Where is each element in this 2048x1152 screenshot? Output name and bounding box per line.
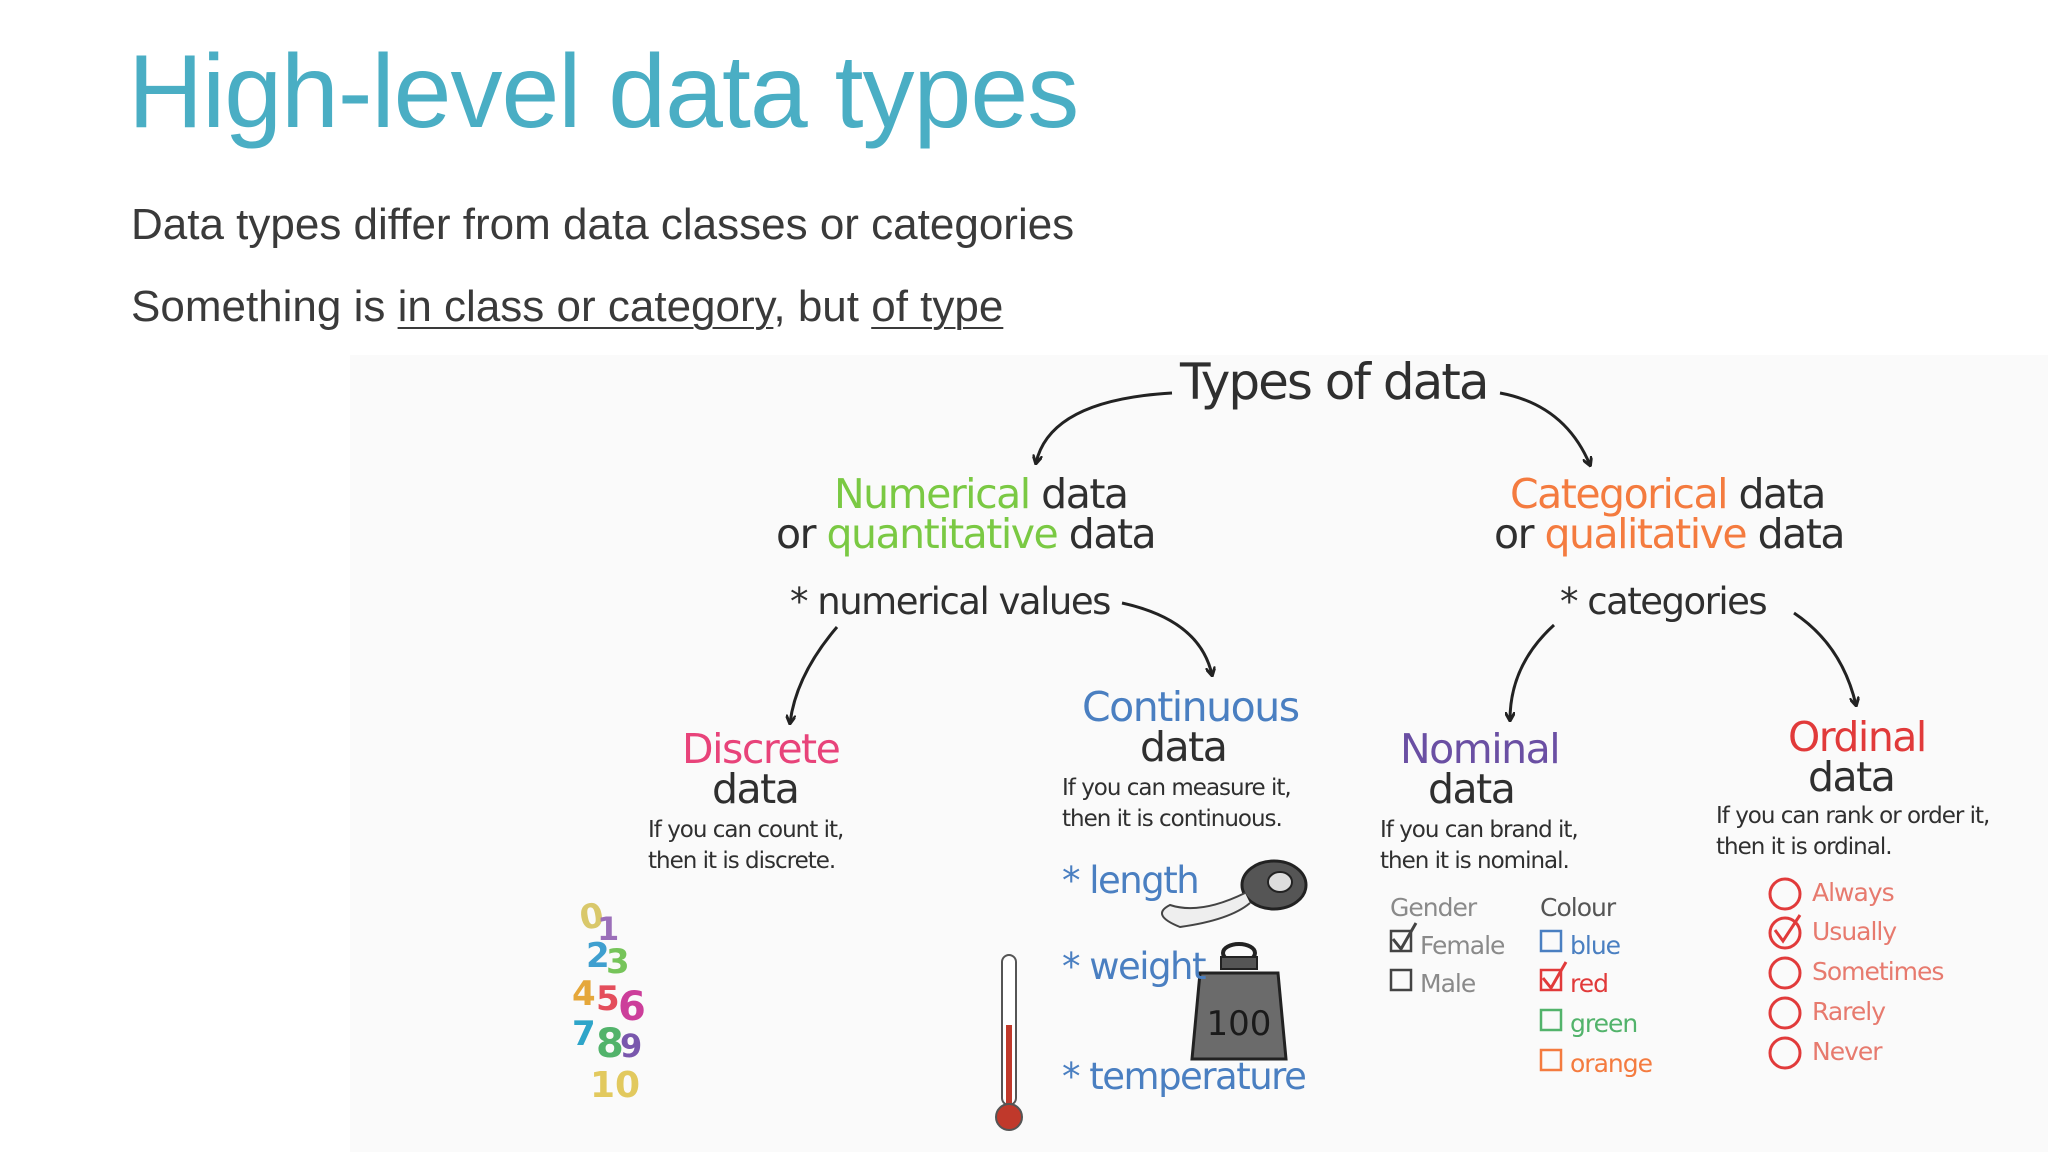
gender-header: Gender — [1390, 893, 1477, 922]
colour-header: Colour — [1540, 893, 1616, 922]
colour-option-orange: orange — [1570, 1049, 1653, 1078]
example-weight: * weight — [1062, 945, 1207, 988]
nominal-description: If you can brand it,then it is nominal. — [1380, 817, 1579, 874]
discrete-description: If you can count it,then it is discrete. — [648, 817, 844, 874]
weight-value: 100 — [1207, 1004, 1272, 1044]
svg-text:4: 4 — [572, 974, 596, 1014]
colour-option-green: green — [1570, 1009, 1638, 1038]
svg-text:7: 7 — [572, 1014, 596, 1054]
slide-title: High-level data types — [128, 34, 1079, 150]
svg-text:9: 9 — [620, 1027, 642, 1065]
gender-option-male: Male — [1420, 969, 1476, 998]
arrow-to-ordinal — [1793, 611, 1856, 705]
ordinal-description: If you can rank or order it,then it is o… — [1716, 803, 1990, 860]
discrete-heading: Discrete — [682, 725, 841, 773]
quantitative-heading: or quantitative data — [776, 510, 1157, 558]
ordinal-option-never: Never — [1812, 1037, 1883, 1066]
svg-text:3: 3 — [606, 942, 630, 982]
svg-text:6: 6 — [618, 984, 646, 1030]
qualitative-heading: or qualitative data — [1494, 510, 1845, 558]
categories-note: * categories — [1560, 580, 1768, 623]
continuous-description: If you can measure it,then it is continu… — [1062, 775, 1292, 832]
svg-text:2: 2 — [586, 936, 610, 976]
colour-checkboxes — [1539, 929, 1568, 1072]
types-of-data-diagram: 100 0 1 2 3 4 5 6 7 8 9 10 — [350, 345, 2048, 1152]
bullet-text: Something is in class or category, but o… — [131, 282, 1003, 332]
tape-measure-icon — [1161, 859, 1308, 929]
ordinal-option-sometimes: Sometimes — [1812, 957, 1944, 986]
bullet-text-part: Something is — [131, 282, 398, 331]
ordinal-option-rarely: Rarely — [1812, 997, 1886, 1026]
gender-checkboxes — [1389, 922, 1418, 992]
svg-text:10: 10 — [590, 1065, 640, 1106]
arrow-to-categorical — [1499, 391, 1590, 465]
continuous-heading: Continuous — [1082, 683, 1300, 731]
svg-text:5: 5 — [596, 979, 620, 1019]
arrow-to-nominal — [1510, 623, 1556, 720]
ordinal-option-usually: Usually — [1812, 917, 1897, 946]
arrow-to-continuous — [1121, 601, 1212, 675]
ordinal-radio-circles — [1768, 877, 1802, 1070]
bullet-text-part: , but — [773, 282, 872, 331]
discrete-data-label: data — [712, 765, 800, 813]
bullet-text: Data types differ from data classes or c… — [131, 200, 1075, 249]
numerical-values-note: * numerical values — [790, 580, 1111, 623]
svg-text:1: 1 — [597, 910, 619, 948]
numerical-heading: Numerical data — [834, 470, 1129, 518]
diagram-graphics: 100 0 1 2 3 4 5 6 7 8 9 10 — [350, 355, 2048, 1152]
nominal-data-label: data — [1428, 765, 1516, 813]
weight-icon: 100 — [1190, 942, 1288, 1061]
ordinal-option-always: Always — [1812, 878, 1895, 907]
example-length: * length — [1062, 859, 1200, 902]
underlined-phrase: of type — [871, 282, 1004, 331]
diagram-root-title: Types of data — [1180, 353, 1489, 411]
arrow-to-numerical — [1036, 391, 1173, 463]
ordinal-heading: Ordinal — [1788, 713, 1927, 761]
underlined-phrase: in class or category — [397, 282, 774, 331]
gender-option-female: Female — [1420, 931, 1505, 960]
colour-option-red: red — [1570, 969, 1609, 998]
continuous-data-label: data — [1140, 723, 1228, 771]
categorical-heading: Categorical data — [1510, 470, 1826, 518]
svg-text:8: 8 — [596, 1021, 624, 1067]
arrow-to-discrete — [790, 626, 839, 723]
numbers-stack-icon: 0 1 2 3 4 5 6 7 8 9 10 — [572, 895, 646, 1106]
ordinal-data-label: data — [1808, 753, 1896, 801]
example-temperature: * temperature — [1062, 1055, 1307, 1098]
colour-option-blue: blue — [1570, 931, 1621, 960]
thermometer-icon — [995, 954, 1023, 1131]
nominal-heading: Nominal — [1400, 725, 1561, 773]
